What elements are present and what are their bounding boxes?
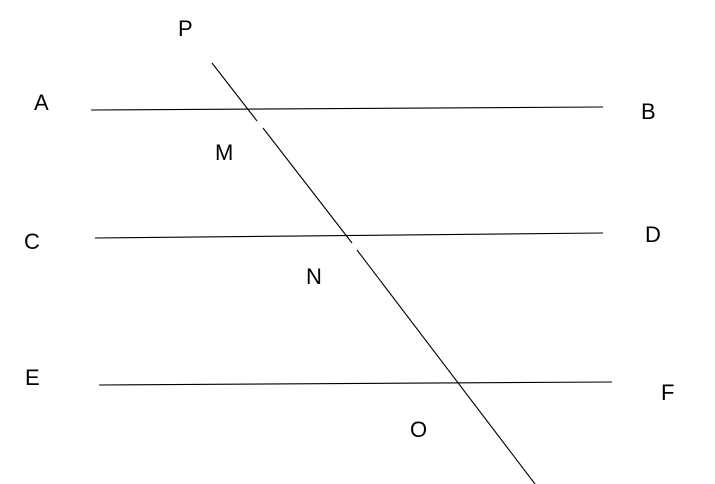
transversal-segment-1: [211, 62, 258, 122]
label-n: N: [306, 264, 322, 289]
label-a: A: [34, 90, 49, 115]
line-cd: [94, 232, 604, 239]
label-e: E: [25, 365, 40, 390]
label-p: P: [178, 16, 193, 41]
line-ab: [90, 106, 604, 111]
label-m: M: [215, 140, 233, 165]
label-c: C: [24, 229, 40, 254]
transversal-segment-2: [262, 127, 353, 244]
label-o: O: [410, 417, 427, 442]
label-b: B: [641, 99, 656, 124]
line-ef: [98, 381, 613, 386]
label-d: D: [645, 222, 661, 247]
transversal-segment-3: [356, 249, 536, 484]
label-f: F: [661, 380, 674, 405]
